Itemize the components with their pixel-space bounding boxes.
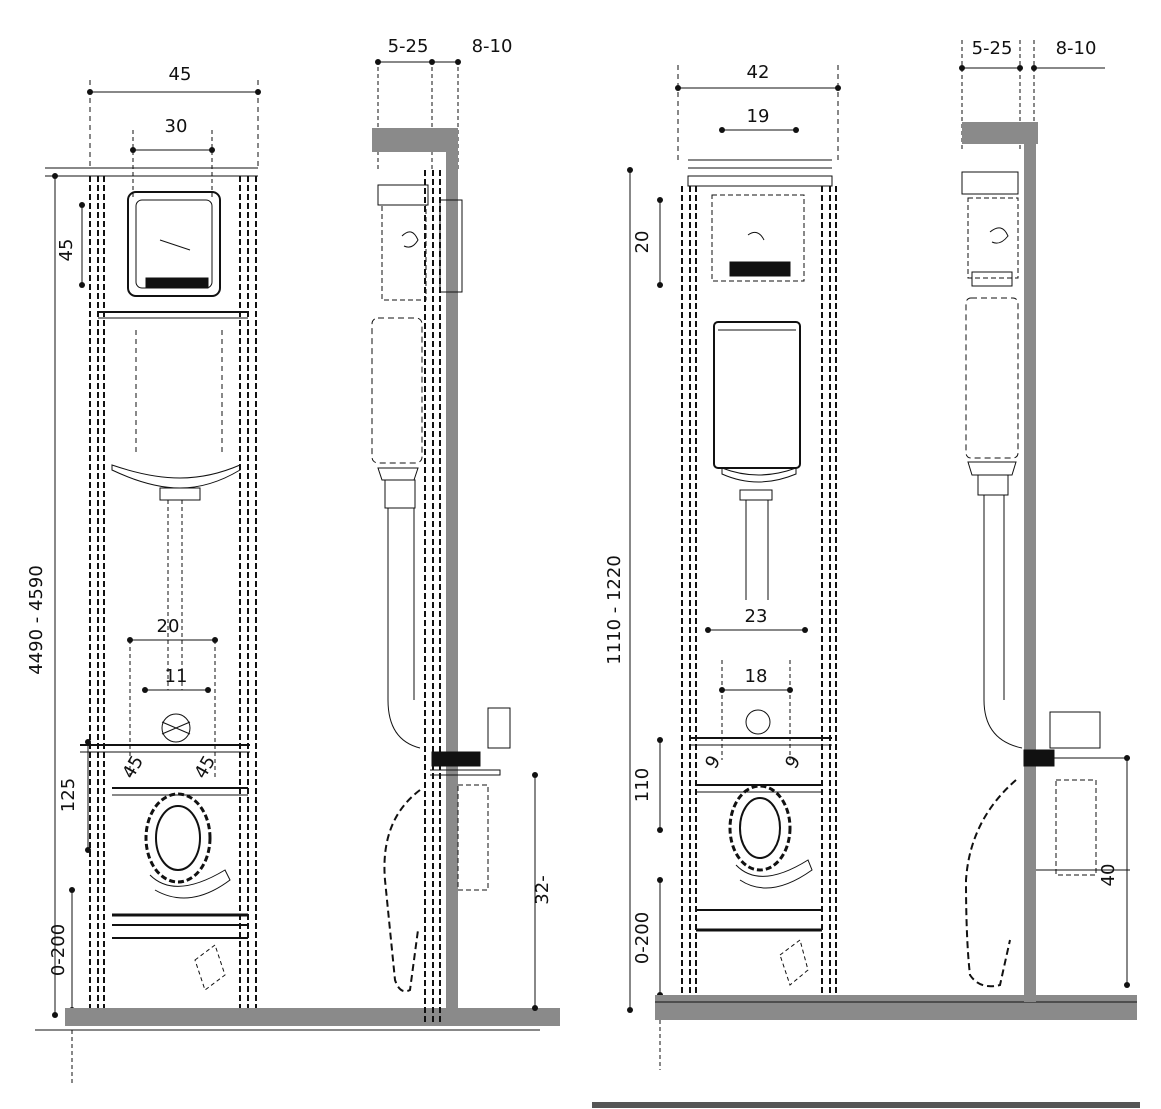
left-wall [446, 152, 458, 1022]
right-plate-width-label: 19 [747, 106, 770, 127]
right-pipe-spacing-outer-label: 23 [745, 606, 768, 627]
right-total-height-label: 1110 - 1220 [604, 555, 625, 665]
left-pipe-spacing-outer-label: 20 [157, 616, 180, 637]
right-cistern [713, 321, 801, 600]
right-bowl-height-label: 110 [632, 768, 653, 802]
left-pipe-spacing-inner-label: 11 [165, 666, 188, 687]
right-wall [1024, 122, 1036, 1002]
left-cistern [111, 330, 241, 690]
right-front-view: 42 19 20 1110 - 1220 [604, 62, 1137, 1070]
right-pipe-spacing-inner-label: 18 [745, 666, 768, 687]
left-front-view: 45 30 45 [26, 64, 560, 1085]
right-depth-b-label: 8-10 [1056, 38, 1097, 59]
left-bowl-height-label: 125 [58, 778, 79, 812]
left-width-label: 45 [169, 64, 192, 85]
right-side-label-a: 9 [701, 752, 725, 772]
right-side-view: 5-25 8-10 40 [959, 38, 1130, 1002]
right-flush-plate [711, 194, 805, 282]
left-floor [65, 1008, 560, 1026]
right-floor-gap-label: 0-200 [632, 912, 653, 964]
left-width-dimension [87, 80, 261, 170]
right-seat-height-label: 40 [1098, 864, 1119, 887]
bottom-rule [592, 1102, 1140, 1108]
left-total-height-label: 4490 - 4590 [26, 565, 47, 675]
left-floor-gap-label: 0-200 [48, 924, 69, 976]
right-width-label: 42 [747, 62, 770, 83]
left-plate-width-label: 30 [165, 116, 188, 137]
right-plate-height-label: 20 [632, 231, 653, 254]
right-drain-outlet [728, 784, 813, 889]
left-plate-height-label: 45 [56, 239, 77, 262]
right-side-label-b: 9 [781, 752, 805, 772]
left-depth-b-label: 8-10 [472, 36, 513, 57]
left-frame [45, 167, 258, 1020]
left-depth-a-label: 5-25 [388, 36, 429, 57]
right-floor [655, 995, 1137, 1020]
left-seat-height-label: 32- [532, 875, 553, 904]
right-depth-a-label: 5-25 [972, 38, 1013, 59]
left-drain-outlet [144, 792, 231, 899]
left-side-label-a: 45 [118, 752, 148, 782]
left-flush-plate [127, 191, 221, 297]
left-side-view: 5-25 8-10 32- [371, 36, 553, 1022]
left-side-label-b: 45 [190, 752, 220, 782]
